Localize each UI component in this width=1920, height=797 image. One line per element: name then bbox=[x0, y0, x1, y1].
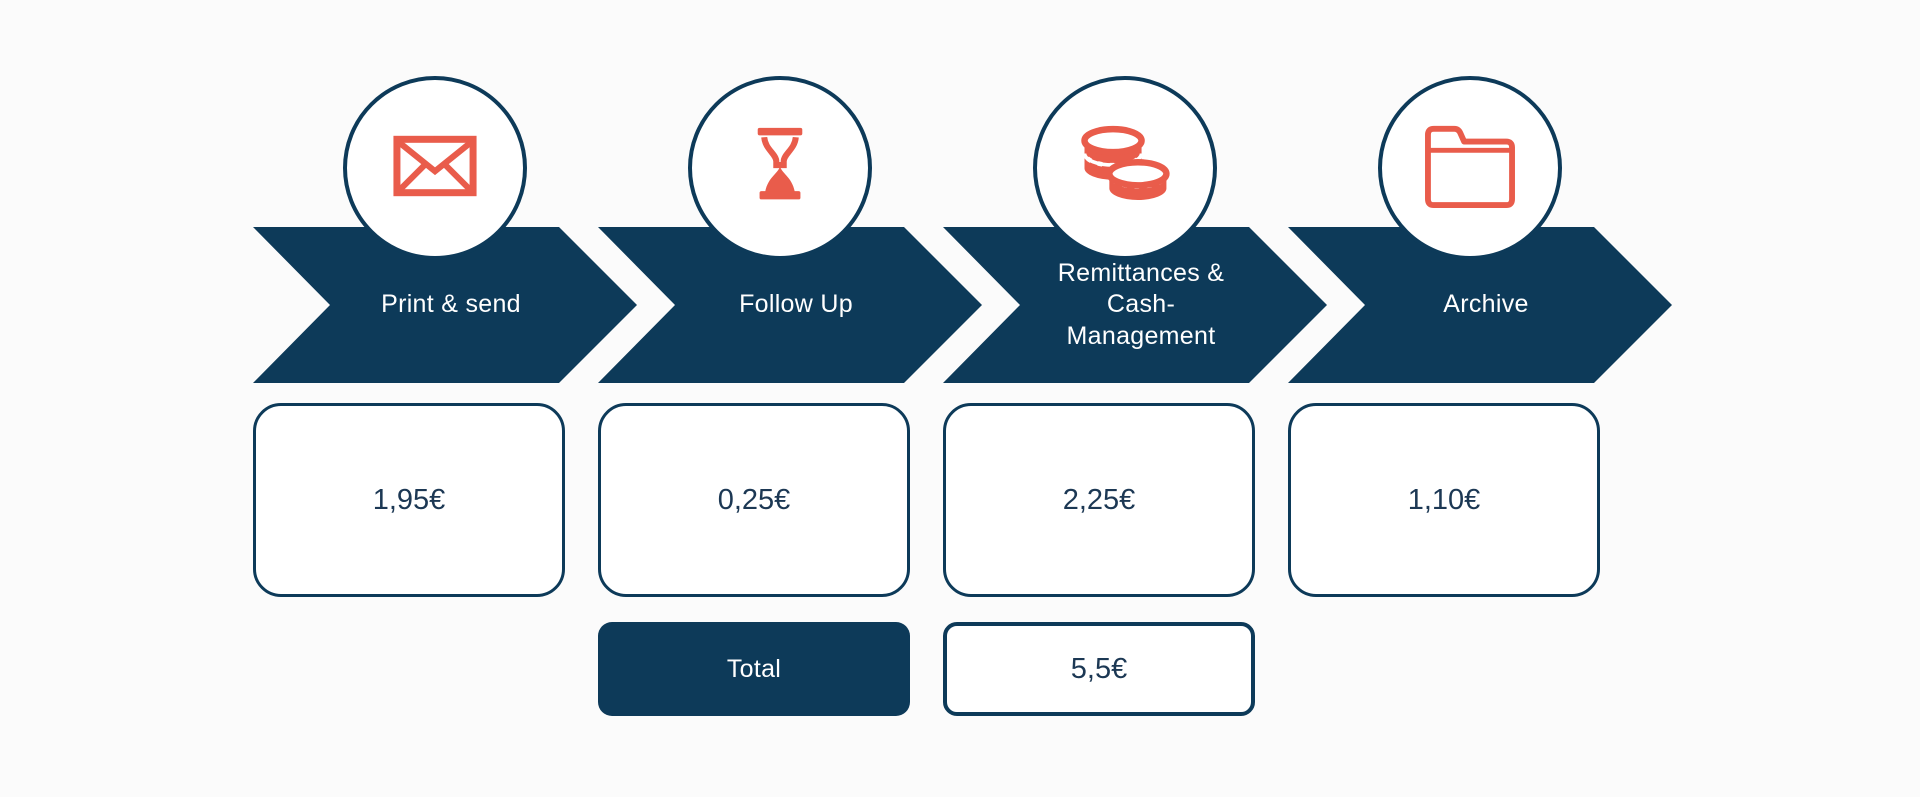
envelope-icon bbox=[393, 135, 477, 202]
stage-price-box: 0,25€ bbox=[598, 403, 910, 597]
coins-icon bbox=[1078, 125, 1172, 211]
total-value-box: 5,5€ bbox=[943, 622, 1255, 716]
stage-icon-circle bbox=[1378, 76, 1562, 260]
total-label: Total bbox=[726, 654, 782, 683]
stage-price: 1,95€ bbox=[372, 483, 446, 516]
total-value: 5,5€ bbox=[1070, 652, 1128, 685]
stage-price-box: 1,95€ bbox=[253, 403, 565, 597]
stage-icon-circle bbox=[688, 76, 872, 260]
stage-label: Archive bbox=[1443, 290, 1529, 319]
stage-price-box: 2,25€ bbox=[943, 403, 1255, 597]
stage-icon-circle bbox=[1033, 76, 1217, 260]
stage-follow-up: Follow Up 0,25€ bbox=[598, 0, 982, 650]
folder-icon bbox=[1424, 122, 1516, 215]
stage-price: 2,25€ bbox=[1062, 483, 1136, 516]
stage-label: Follow Up bbox=[739, 290, 853, 319]
hourglass-icon bbox=[750, 127, 810, 210]
stage-archive: Archive 1,10€ bbox=[1288, 0, 1672, 650]
total-button: Total bbox=[598, 622, 910, 716]
stage-remittances-cash-management: Remittances & Cash- Management 2,25€ bbox=[943, 0, 1327, 650]
stage-label: Print & send bbox=[381, 290, 521, 319]
stage-print-and-send: Print & send 1,95€ bbox=[253, 0, 637, 650]
stage-chevron: Archive bbox=[1288, 227, 1672, 383]
stage-price: 0,25€ bbox=[717, 483, 791, 516]
stage-price-box: 1,10€ bbox=[1288, 403, 1600, 597]
stage-label: Remittances & Cash- Management bbox=[1057, 259, 1225, 350]
stage-price: 1,10€ bbox=[1407, 483, 1481, 516]
stage-icon-circle bbox=[343, 76, 527, 260]
